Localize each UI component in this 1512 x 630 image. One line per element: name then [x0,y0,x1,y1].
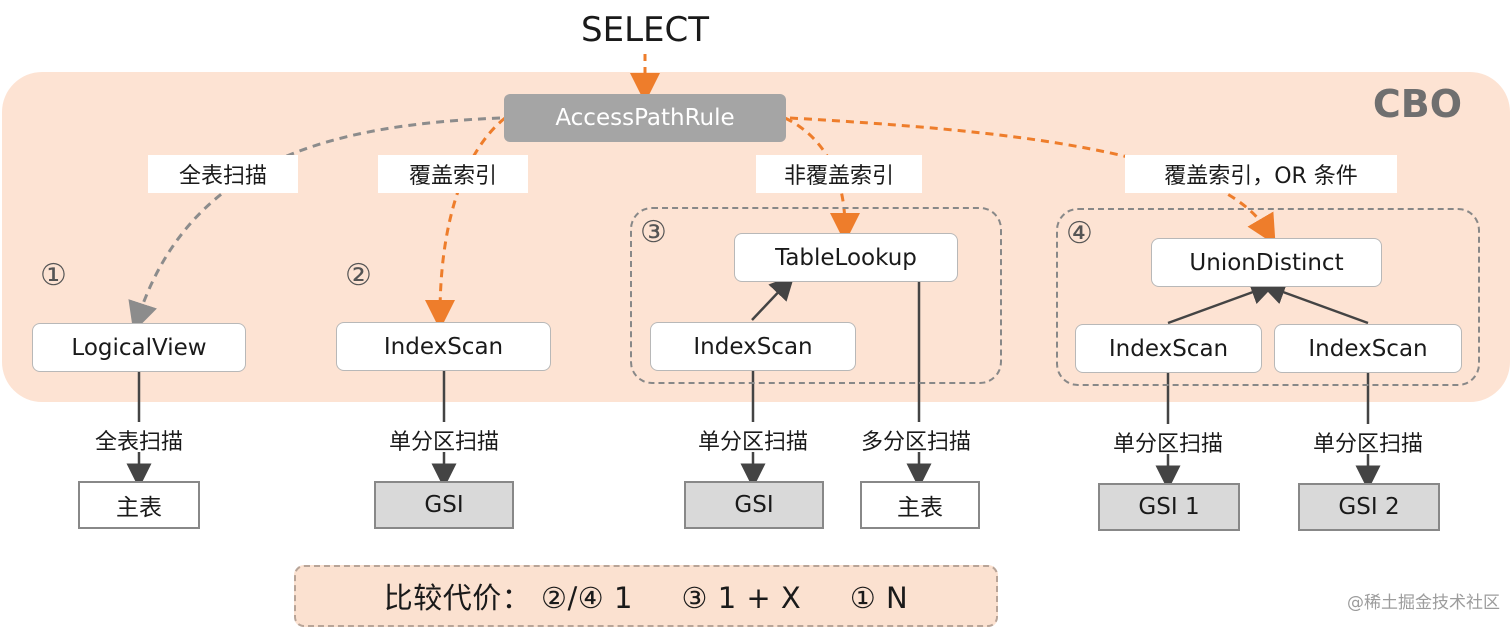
edge-rule-uniondistinct [789,116,1276,245]
tablelookup-node: TableLookup [734,233,958,282]
logicalview-node: LogicalView [32,323,246,372]
scan-label-4-left: 单分区扫描 [1112,432,1223,457]
edge-label-non-covering-index: 非覆盖索引 [756,155,922,193]
cost-comparison-box: 比较代价： ②/④ 1 ③ 1 + X ① N [294,565,998,627]
cbo-label: CBO [1372,82,1462,126]
indexscan-node-4b: IndexScan [1274,324,1462,373]
group-4 [1056,208,1480,386]
marker-2: ② [345,258,372,293]
select-title: SELECT [581,10,709,50]
main-table-3: 主表 [860,481,980,529]
marker-4: ④ [1066,216,1093,251]
edge-indexscan4b-union [1260,280,1369,325]
edge-rule-logicalview [128,116,501,333]
gsi-table-2: GSI [374,481,514,529]
edge-label-covering-index-or: 覆盖索引，OR 条件 [1125,155,1397,193]
indexscan-node-2: IndexScan [336,322,551,371]
scan-label-4-right: 单分区扫描 [1312,432,1423,457]
main-table-1: 主表 [78,481,200,529]
gsi-table-4b: GSI 2 [1298,483,1440,531]
scan-label-2: 单分区扫描 [388,430,499,455]
scan-label-3-right: 多分区扫描 [860,430,971,455]
cost-comparison-text: 比较代价： ②/④ 1 ③ 1 + X ① N [383,581,909,615]
watermark: @稀土掘金技术社区 [1347,593,1500,613]
uniondistinct-node: UnionDistinct [1151,238,1382,287]
scan-label-1: 全表扫描 [94,430,183,455]
indexscan-node-4a: IndexScan [1075,324,1262,373]
edge-label-full-scan: 全表扫描 [148,155,298,193]
access-path-rule-node: AccessPathRule [504,94,786,142]
edge-indexscan3-tablelookup [751,274,795,321]
marker-1: ① [40,258,67,293]
edge-label-covering-index: 覆盖索引 [378,155,528,193]
group-3 [630,207,1002,384]
scan-label-3-left: 单分区扫描 [697,430,808,455]
edge-indexscan4a-union [1167,280,1276,325]
edge-rule-indexscan2 [425,116,506,330]
indexscan-node-3: IndexScan [650,322,856,371]
marker-3: ③ [640,215,667,250]
gsi-table-3: GSI [684,481,824,529]
gsi-table-4a: GSI 1 [1098,483,1240,531]
